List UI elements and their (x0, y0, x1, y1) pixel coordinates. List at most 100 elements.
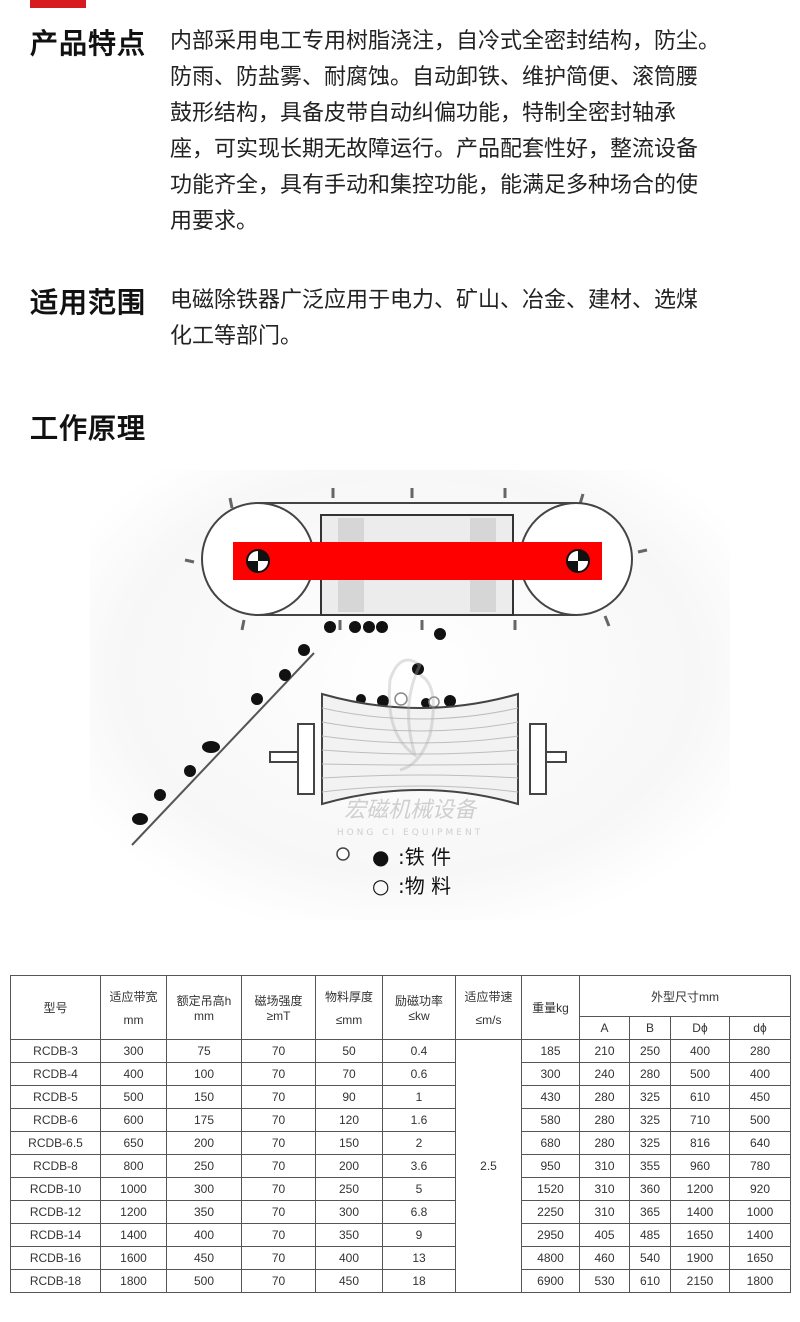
cell-power: 6.8 (382, 1200, 456, 1224)
cell-thickness: 200 (315, 1154, 383, 1178)
cell-thickness: 120 (315, 1108, 383, 1132)
cell-dim-d: 400 (729, 1062, 791, 1086)
cell-dim-d: 1650 (729, 1246, 791, 1270)
scope-line: 化工等部门。 (170, 324, 303, 349)
cell-dim-d: 500 (729, 1108, 791, 1132)
cell-power: 9 (382, 1223, 456, 1247)
cell-dim-D: 400 (670, 1039, 730, 1063)
cell-field-strength: 70 (241, 1131, 316, 1155)
cell-belt-width: 400 (100, 1062, 167, 1086)
cell-thickness: 350 (315, 1223, 383, 1247)
features-line: 用要求。 (170, 209, 259, 234)
legend-iron-label: :铁 件 (398, 845, 451, 869)
cell-dim-a: 530 (579, 1269, 630, 1293)
cell-dim-a: 210 (579, 1039, 630, 1063)
cell-thickness: 90 (315, 1085, 383, 1109)
cell-model: RCDB-5 (10, 1085, 101, 1109)
cell-dim-D: 1900 (670, 1246, 730, 1270)
col-dim-b: B (629, 1016, 671, 1040)
col-speed-label: 适应带速 (464, 990, 513, 1004)
cell-dim-D: 960 (670, 1154, 730, 1178)
cell-dim-a: 310 (579, 1177, 630, 1201)
cell-weight: 4800 (521, 1246, 580, 1270)
cell-weight: 430 (521, 1085, 580, 1109)
features-line: 防雨、防盐雾、耐腐蚀。自动卸铁、维护简便、滚筒腰 (170, 65, 699, 90)
right-axle-icon (566, 549, 590, 573)
cell-belt-width: 300 (100, 1039, 167, 1063)
cell-dim-D: 2150 (670, 1269, 730, 1293)
cell-dim-d: 780 (729, 1154, 791, 1178)
iron-pieces (132, 621, 456, 825)
cell-field-strength: 70 (241, 1085, 316, 1109)
cell-dim-d: 640 (729, 1131, 791, 1155)
cell-hang-height: 175 (166, 1108, 242, 1132)
principle-heading: 工作原理 (30, 412, 147, 445)
cell-field-strength: 70 (241, 1246, 316, 1270)
cell-thickness: 250 (315, 1177, 383, 1201)
cell-dim-D: 710 (670, 1108, 730, 1132)
spec-table: 型号 适应带宽 mm 额定吊高h mm 磁场强度 ≥mT 物料厚度 ≤mm 励磁… (10, 975, 791, 1293)
cell-dim-b: 250 (629, 1039, 671, 1063)
cell-belt-width: 650 (100, 1131, 167, 1155)
cell-hang-height: 200 (166, 1131, 242, 1155)
cell-dim-D: 1650 (670, 1223, 730, 1247)
cell-field-strength: 70 (241, 1269, 316, 1293)
col-belt-width-label: 适应带宽 (109, 990, 158, 1004)
cell-weight: 1520 (521, 1177, 580, 1201)
top-accent-bar (30, 0, 86, 8)
cell-belt-width: 1600 (100, 1246, 167, 1270)
cell-belt-width: 1000 (100, 1177, 167, 1201)
cell-model: RCDB-4 (10, 1062, 101, 1086)
cell-dim-d: 1400 (729, 1223, 791, 1247)
cell-dim-b: 325 (629, 1108, 671, 1132)
cell-dim-a: 280 (579, 1108, 630, 1132)
cell-model: RCDB-6 (10, 1108, 101, 1132)
cell-field-strength: 70 (241, 1039, 316, 1063)
cell-dim-a: 240 (579, 1062, 630, 1086)
cell-hang-height: 450 (166, 1246, 242, 1270)
cell-dim-a: 310 (579, 1154, 630, 1178)
cell-dim-a: 460 (579, 1246, 630, 1270)
scope-heading: 适用范围 (30, 286, 147, 319)
cell-dim-D: 1200 (670, 1177, 730, 1201)
cell-belt-width: 500 (100, 1085, 167, 1109)
cell-belt-width: 1800 (100, 1269, 167, 1293)
cell-dim-b: 365 (629, 1200, 671, 1224)
cell-dim-b: 485 (629, 1223, 671, 1247)
cell-weight: 580 (521, 1108, 580, 1132)
cell-weight: 185 (521, 1039, 580, 1063)
scope-line: 电磁除铁器广泛应用于电力、矿山、冶金、建材、选煤 (170, 288, 699, 313)
cell-field-strength: 70 (241, 1108, 316, 1132)
features-heading: 产品特点 (30, 27, 147, 60)
cell-dim-a: 405 (579, 1223, 630, 1247)
cell-thickness: 50 (315, 1039, 383, 1063)
cell-weight: 300 (521, 1062, 580, 1086)
cell-model: RCDB-6.5 (10, 1131, 101, 1155)
col-belt-width: 适应带宽 mm (100, 975, 167, 1040)
cell-field-strength: 70 (241, 1200, 316, 1224)
cell-model: RCDB-12 (10, 1200, 101, 1224)
cell-model: RCDB-18 (10, 1269, 101, 1293)
working-principle-diagram: 宏磁机械设备 HONG CI EQUIPMENT ● :铁 件 ○ :物 料 (90, 470, 730, 920)
cell-model: RCDB-14 (10, 1223, 101, 1247)
cell-weight: 950 (521, 1154, 580, 1178)
cell-hang-height: 75 (166, 1039, 242, 1063)
discharge-chute (131, 652, 315, 846)
col-thickness-unit: ≤mm (335, 1013, 363, 1027)
watermark-cn: 宏磁机械设备 (344, 798, 478, 823)
legend-iron-symbol: ● (372, 845, 389, 869)
cell-thickness: 70 (315, 1062, 383, 1086)
cell-dim-b: 610 (629, 1269, 671, 1293)
col-model: 型号 (10, 975, 101, 1040)
cell-dim-D: 816 (670, 1131, 730, 1155)
cell-hang-height: 100 (166, 1062, 242, 1086)
cell-dim-a: 280 (579, 1131, 630, 1155)
cell-dim-b: 355 (629, 1154, 671, 1178)
